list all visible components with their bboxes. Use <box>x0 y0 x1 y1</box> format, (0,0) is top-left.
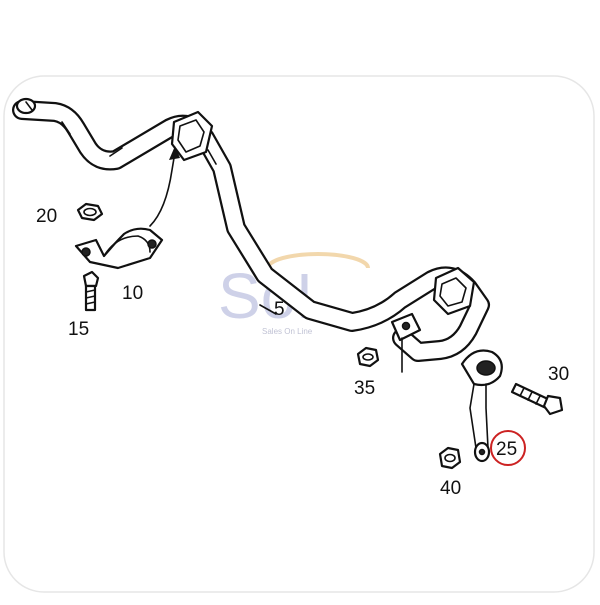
arrow-head <box>169 146 180 160</box>
label-20: 20 <box>36 206 57 227</box>
link-nut-40 <box>438 446 462 470</box>
right-bushing <box>432 266 476 316</box>
highlight-circle-25 <box>490 430 526 466</box>
arrow-line <box>149 151 176 227</box>
nut-35-hole <box>362 353 374 361</box>
bracket-10-hole-left <box>81 247 91 257</box>
bracket-bolt-15 <box>82 270 100 312</box>
link-25-arm <box>469 383 489 449</box>
nut-40-body <box>438 446 462 470</box>
bar-end-eye-hole <box>401 321 411 331</box>
left-bushing-body <box>170 110 214 162</box>
right-bushing-inner <box>439 277 467 307</box>
link-bolt-30 <box>510 382 564 416</box>
label-40: 40 <box>440 478 461 499</box>
watermark-arc <box>266 252 370 269</box>
bolt-15-head <box>82 270 100 288</box>
label-25: 25 <box>496 439 517 460</box>
nut-20-hole <box>83 207 97 217</box>
bar-shading <box>61 121 217 165</box>
bushing-bracket-10 <box>74 227 164 270</box>
bracket-10-hole-right <box>147 239 157 249</box>
watermark-subtitle: Sales On Line <box>262 327 313 336</box>
bar-left-end <box>15 97 37 115</box>
left-bushing-inner <box>177 119 205 153</box>
left-bushing <box>170 110 214 162</box>
link-25-eye <box>476 360 496 376</box>
right-bushing-body <box>432 266 476 316</box>
bar-fill <box>14 102 488 360</box>
label-5: 5 <box>274 299 285 320</box>
label-10: 10 <box>122 283 143 304</box>
stabilizer-bar <box>12 97 490 362</box>
assembly-arrow <box>149 146 180 227</box>
frame-border <box>3 75 595 593</box>
label-30: 30 <box>548 364 569 385</box>
label-35: 35 <box>354 378 375 399</box>
link-25-foot-hole <box>478 448 486 456</box>
bar-left-end-slot <box>25 101 33 111</box>
bar-nut-35 <box>356 346 380 368</box>
label-15: 15 <box>68 319 89 340</box>
nut-35-body <box>356 346 380 368</box>
bolt-30-thread <box>519 387 541 405</box>
bracket-nut-20 <box>76 202 104 222</box>
leader-5 <box>259 304 277 315</box>
link-rod-25 <box>460 349 503 463</box>
bolt-15-thread <box>85 289 96 305</box>
bar-end-eye <box>390 312 422 342</box>
nut-40-hole <box>444 453 456 463</box>
bolt-30-head <box>542 394 564 416</box>
nut-20-body <box>76 202 104 222</box>
